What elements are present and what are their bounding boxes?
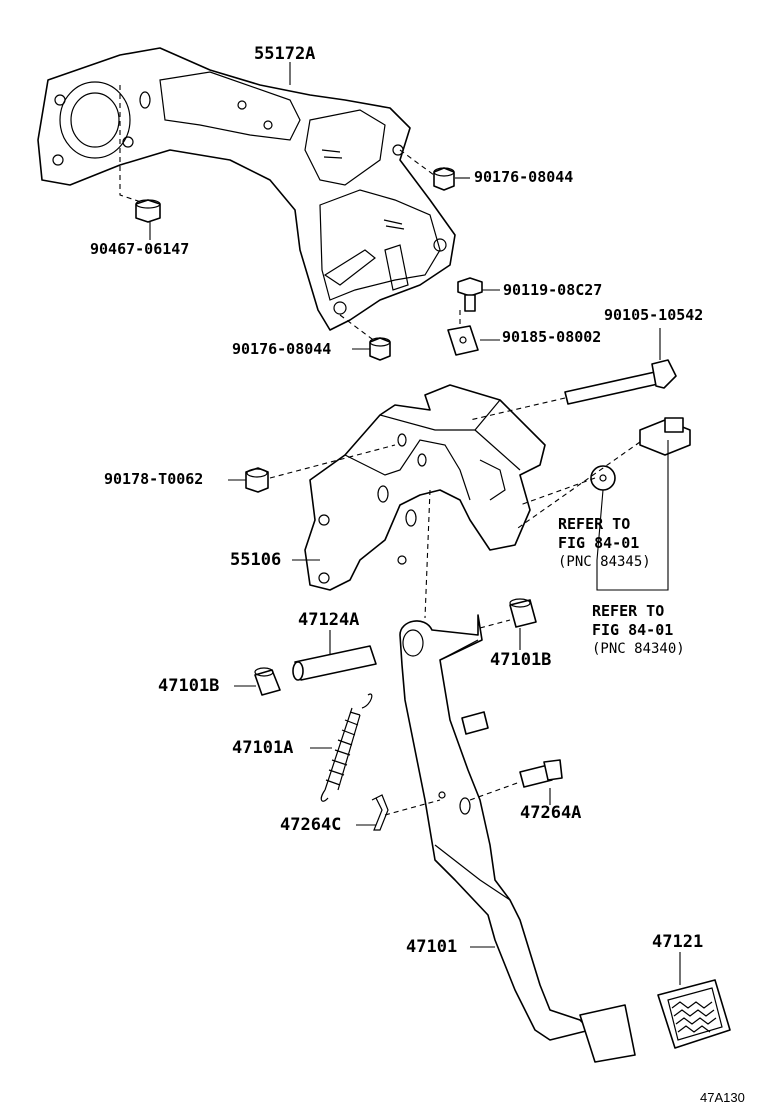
note-refer-pnc-84345: REFER TO FIG 84-01 (PNC 84345) <box>558 515 651 572</box>
bushing-47101b-right <box>509 598 537 628</box>
nut-90178-t0062 <box>245 467 269 493</box>
label-47264a: 47264A <box>520 803 582 823</box>
bracket-55172a <box>37 47 456 331</box>
label-47101: 47101 <box>406 937 458 957</box>
note-line: FIG 84-01 <box>592 621 674 639</box>
label-90178-t0062: 90178-T0062 <box>104 470 204 488</box>
note-line: REFER TO <box>592 602 665 620</box>
label-90467-06147: 90467-06147 <box>90 240 190 258</box>
bolt-90467-06147 <box>135 199 161 223</box>
note-line: FIG 84-01 <box>558 534 640 552</box>
label-90119-08c27: 90119-08C27 <box>503 281 603 299</box>
label-47101a: 47101A <box>232 738 294 758</box>
pedal-pad-base <box>579 1004 636 1063</box>
note-refer-pnc-84340: REFER TO FIG 84-01 (PNC 84340) <box>592 602 685 659</box>
bushing-47101b-left <box>254 667 281 696</box>
diagram-code: 47A130 <box>700 1090 745 1105</box>
label-90176-08044-bottom: 90176-08044 <box>232 340 332 358</box>
pin-47264a <box>519 759 563 788</box>
pedal-pad-47121 <box>657 979 731 1049</box>
label-47121: 47121 <box>652 932 704 952</box>
label-55172a: 55172A <box>254 44 316 64</box>
bracket-55106 <box>304 384 546 591</box>
label-47101b-left: 47101B <box>158 676 220 696</box>
label-90176-08044-top: 90176-08044 <box>474 168 574 186</box>
nut-90176-08044-top <box>433 167 455 191</box>
bolt-90105-10542 <box>564 359 677 405</box>
label-47264c: 47264C <box>280 815 342 835</box>
stop-lamp-switch <box>639 417 691 456</box>
label-90105-10542: 90105-10542 <box>604 306 704 324</box>
label-47101b-right: 47101B <box>490 650 552 670</box>
note-pnc: (PNC 84340) <box>592 641 685 657</box>
nut-90176-08044-bottom <box>369 337 391 361</box>
pin-47124a <box>292 645 377 681</box>
label-55106: 55106 <box>230 550 282 570</box>
clip-47264c <box>371 794 389 831</box>
clip-nut-90185-08002 <box>447 325 479 356</box>
note-line: REFER TO <box>558 515 631 533</box>
pedal-arm-47101 <box>399 614 591 1041</box>
bolt-90119-08c27 <box>457 277 483 312</box>
spring-47101a <box>320 693 373 802</box>
note-pnc: (PNC 84345) <box>558 554 651 570</box>
label-47124a: 47124A <box>298 610 360 630</box>
label-90185-08002: 90185-08002 <box>502 328 602 346</box>
